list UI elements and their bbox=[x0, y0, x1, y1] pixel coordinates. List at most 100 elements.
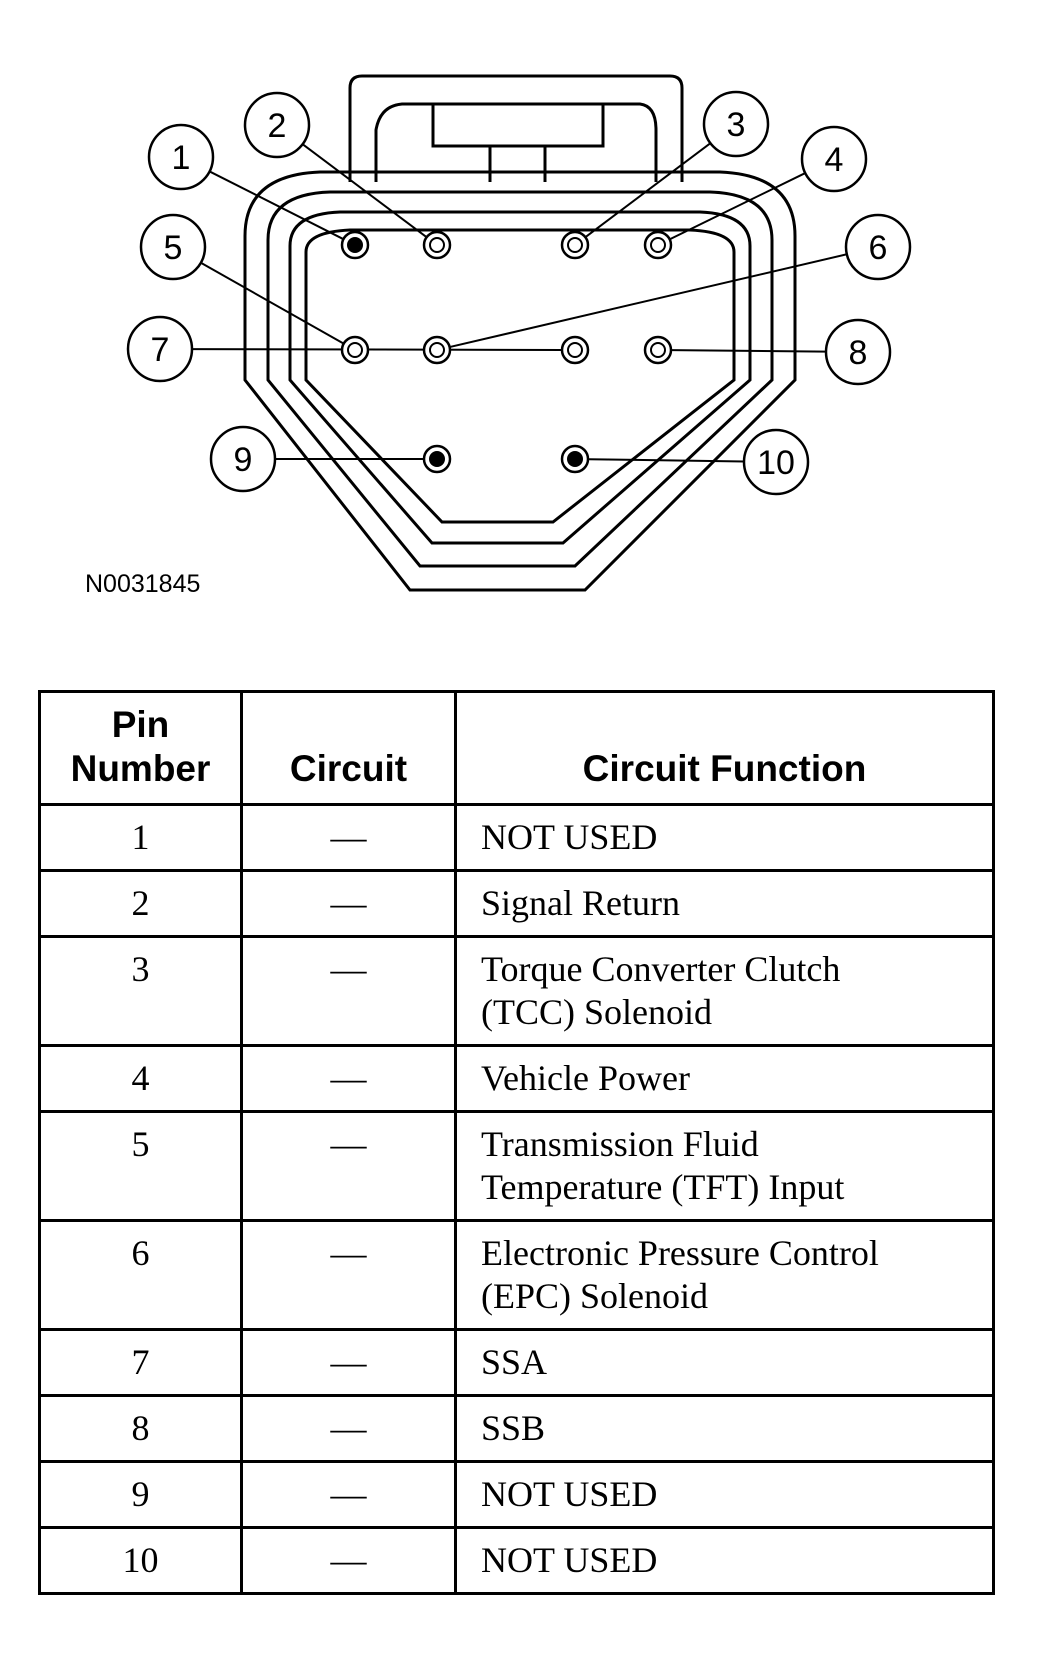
connector-diagram: 1 2 3 4 5 6 7 8 9 10 bbox=[126, 74, 912, 592]
header-pin-line2: Number bbox=[70, 748, 211, 789]
cell-circuit: — bbox=[240, 1460, 457, 1529]
table-row: 2— Signal Return bbox=[38, 869, 995, 938]
cell-circuit-function: NOT USED bbox=[454, 1460, 995, 1529]
leader-line-8 bbox=[671, 349, 827, 353]
callout-label-10: 10 bbox=[757, 444, 795, 482]
pin-6 bbox=[422, 335, 452, 365]
leader-line-7 bbox=[191, 348, 562, 351]
function-line: Electronic Pressure Control bbox=[481, 1233, 879, 1273]
callout-label-9: 9 bbox=[234, 441, 253, 479]
cell-circuit-function: SSA bbox=[454, 1328, 995, 1397]
function-line: (TCC) Solenoid bbox=[481, 992, 712, 1032]
callout-label-8: 8 bbox=[849, 334, 868, 372]
table-row: 7— SSA bbox=[38, 1328, 995, 1397]
function-line: NOT USED bbox=[481, 817, 658, 857]
table-row: 8—SSB bbox=[38, 1394, 995, 1463]
callout-label-7: 7 bbox=[151, 331, 170, 369]
cell-pin-number: 9 bbox=[38, 1460, 243, 1529]
callout-label-4: 4 bbox=[825, 141, 844, 179]
cell-pin-number: 1 bbox=[38, 803, 243, 872]
table-row: 9— NOT USED bbox=[38, 1460, 995, 1529]
callout-label-3: 3 bbox=[727, 106, 746, 144]
function-line: Signal Return bbox=[481, 883, 680, 923]
pin-2 bbox=[422, 230, 452, 260]
pin-4 bbox=[643, 230, 673, 260]
cell-pin-number: 7 bbox=[38, 1328, 243, 1397]
cell-circuit: — bbox=[240, 935, 457, 1047]
function-line: Vehicle Power bbox=[481, 1058, 690, 1098]
cell-circuit: — bbox=[240, 1394, 457, 1463]
cell-circuit-function: NOT USED bbox=[454, 1526, 995, 1595]
callout-6: 6 bbox=[844, 213, 912, 281]
cell-pin-number: 3 bbox=[38, 935, 243, 1047]
callout-5: 5 bbox=[139, 213, 207, 281]
pin-1 bbox=[340, 230, 370, 260]
callout-7: 7 bbox=[126, 315, 194, 383]
cell-pin-number: 6 bbox=[38, 1219, 243, 1331]
cell-pin-number: 10 bbox=[38, 1526, 243, 1595]
cell-circuit: — bbox=[240, 869, 457, 938]
connector-housing bbox=[243, 74, 797, 592]
cell-pin-number: 8 bbox=[38, 1394, 243, 1463]
function-line: Torque Converter Clutch bbox=[481, 949, 841, 989]
leader-line-2 bbox=[302, 143, 427, 238]
table-row: 4— Vehicle Power bbox=[38, 1044, 995, 1113]
pin-leader-lines bbox=[191, 142, 848, 463]
table-row: 10— NOT USED bbox=[38, 1526, 995, 1595]
function-line: (EPC) Solenoid bbox=[481, 1276, 709, 1316]
pin-8 bbox=[643, 335, 673, 365]
callout-8: 8 bbox=[824, 318, 892, 386]
cell-circuit-function: NOT USED bbox=[454, 803, 995, 872]
cell-circuit: — bbox=[240, 1110, 457, 1222]
cell-circuit: — bbox=[240, 1328, 457, 1397]
callout-3: 3 bbox=[702, 90, 770, 158]
callout-1: 1 bbox=[147, 123, 215, 191]
callout-4: 4 bbox=[800, 125, 868, 193]
pin-10 bbox=[560, 444, 590, 474]
leader-line-4 bbox=[670, 172, 806, 240]
pin-cavities bbox=[340, 230, 673, 474]
pin-callouts: 1 2 3 4 5 6 7 8 9 10 bbox=[126, 90, 912, 496]
leader-line-1 bbox=[209, 170, 343, 240]
cell-circuit-function: Vehicle Power bbox=[454, 1044, 995, 1113]
cell-circuit: — bbox=[240, 1526, 457, 1595]
cell-circuit: — bbox=[240, 803, 457, 872]
table-row: 3—Torque Converter Clutch(TCC) Solenoid bbox=[38, 935, 995, 1047]
pin-function-table: Pin Number Circuit Circuit Function 1—NO… bbox=[38, 690, 995, 1595]
header-circuit-function: Circuit Function bbox=[454, 690, 995, 806]
callout-10: 10 bbox=[742, 428, 810, 496]
function-line: Transmission Fluid bbox=[481, 1124, 759, 1164]
function-line: Temperature (TFT) Input bbox=[481, 1167, 845, 1207]
cell-pin-number: 5 bbox=[38, 1110, 243, 1222]
header-pin-line1: Pin bbox=[111, 704, 170, 745]
cell-circuit-function: Electronic Pressure Control(EPC) Solenoi… bbox=[454, 1219, 995, 1331]
function-line: SSA bbox=[481, 1342, 548, 1382]
callout-label-1: 1 bbox=[172, 139, 191, 177]
leader-line-5 bbox=[200, 261, 344, 344]
callout-2: 2 bbox=[243, 91, 311, 159]
pin-3 bbox=[560, 230, 590, 260]
callout-label-5: 5 bbox=[164, 229, 183, 267]
cell-pin-number: 2 bbox=[38, 869, 243, 938]
callout-label-6: 6 bbox=[869, 229, 888, 267]
leader-line-10 bbox=[588, 458, 745, 463]
leader-line-3 bbox=[585, 142, 712, 238]
pin-5 bbox=[340, 335, 370, 365]
pin-9 bbox=[422, 444, 452, 474]
cell-circuit-function: Torque Converter Clutch(TCC) Solenoid bbox=[454, 935, 995, 1047]
cell-circuit-function: SSB bbox=[454, 1394, 995, 1463]
cell-pin-number: 4 bbox=[38, 1044, 243, 1113]
callout-9: 9 bbox=[209, 425, 277, 493]
cell-circuit-function: Signal Return bbox=[454, 869, 995, 938]
table-header-row: Pin Number Circuit Circuit Function bbox=[38, 690, 995, 806]
table-row: 1— NOT USED bbox=[38, 803, 995, 872]
function-line: NOT USED bbox=[481, 1540, 658, 1580]
pin-7 bbox=[560, 335, 590, 365]
leader-line-6 bbox=[450, 253, 848, 348]
function-line: NOT USED bbox=[481, 1474, 658, 1514]
table-row: 6—Electronic Pressure Control(EPC) Solen… bbox=[38, 1219, 995, 1331]
cell-circuit: — bbox=[240, 1219, 457, 1331]
cell-circuit: — bbox=[240, 1044, 457, 1113]
